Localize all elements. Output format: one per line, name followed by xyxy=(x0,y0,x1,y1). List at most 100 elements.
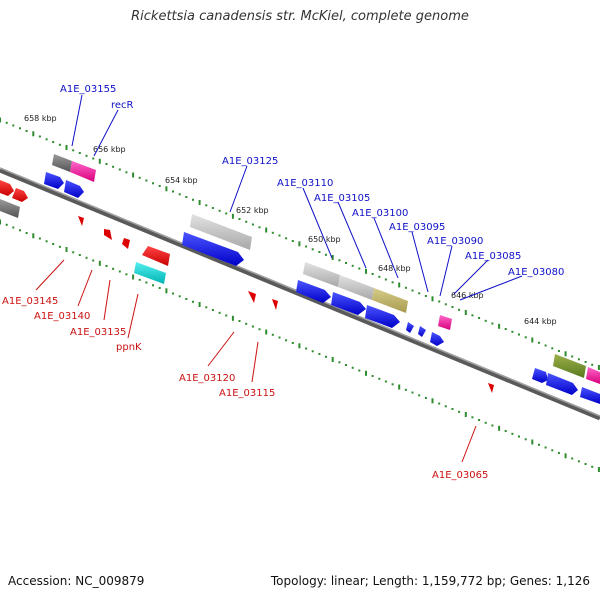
scale-tick-major xyxy=(165,288,168,294)
scale-tick-minor xyxy=(258,328,261,331)
scale-tick-minor xyxy=(591,363,594,366)
scale-tick-major xyxy=(597,467,600,472)
gene-block[interactable] xyxy=(586,367,600,384)
scale-tick-minor xyxy=(438,300,441,303)
gene-label-a1e-03120[interactable]: A1E_03120 xyxy=(179,373,235,384)
gene-label-a1e-03125[interactable]: A1E_03125 xyxy=(222,156,278,167)
forward-arrow-row xyxy=(44,172,600,404)
gene-arrow[interactable] xyxy=(532,368,548,383)
gene-arrow[interactable] xyxy=(365,305,400,328)
gene-block[interactable] xyxy=(52,154,72,172)
scale-tick-major xyxy=(32,131,35,137)
scale-tick-major xyxy=(165,186,168,192)
scale-tick-minor xyxy=(458,308,461,311)
scale-tick-minor xyxy=(338,259,341,262)
scale-tick-minor xyxy=(205,306,208,309)
gene-label-a1e-03095[interactable]: A1E_03095 xyxy=(389,222,445,233)
gene-label-a1e-03135[interactable]: A1E_03135 xyxy=(70,327,126,338)
gene-arrow[interactable] xyxy=(331,292,366,315)
scale-tick-minor xyxy=(358,369,361,372)
gene-arrow[interactable] xyxy=(142,246,170,266)
gene-label-a1e-03085[interactable]: A1E_03085 xyxy=(465,251,521,262)
scale-tick-major xyxy=(65,247,68,252)
scale-tick-minor xyxy=(325,253,327,256)
scale-tick-minor xyxy=(172,190,174,193)
scale-tick-minor xyxy=(112,267,115,270)
gene-block[interactable] xyxy=(134,262,166,284)
gene-label-a1e-03065[interactable]: A1E_03065 xyxy=(432,470,488,481)
gene-label-recr[interactable]: recR xyxy=(111,100,134,111)
scale-tick-minor xyxy=(378,275,381,278)
gene-arrow[interactable] xyxy=(546,373,578,395)
gene-arrow[interactable] xyxy=(64,180,84,198)
gene-label-a1e-03115[interactable]: A1E_03115 xyxy=(219,388,275,399)
gene-arrow[interactable] xyxy=(430,332,444,346)
gene-arrow[interactable] xyxy=(0,180,14,196)
scale-tick-minor xyxy=(278,234,281,237)
gene-arrow[interactable] xyxy=(44,172,64,189)
gene-label-a1e-03105[interactable]: A1E_03105 xyxy=(314,193,370,204)
gene-block[interactable] xyxy=(338,275,374,300)
scale-tick-minor xyxy=(471,416,474,419)
gene-label-a1e-03110[interactable]: A1E_03110 xyxy=(277,178,333,189)
scale-tick-minor xyxy=(404,286,407,289)
gene-label-a1e-03145[interactable]: A1E_03145 xyxy=(2,296,58,307)
gene-label-a1e-03140[interactable]: A1E_03140 xyxy=(34,311,90,322)
gene-block[interactable] xyxy=(372,288,408,313)
gene-block[interactable] xyxy=(0,199,20,218)
gene-arrow[interactable] xyxy=(580,387,600,404)
scale-label-644: 644 kbp xyxy=(524,317,557,326)
gene-arrow[interactable] xyxy=(418,326,426,337)
gene-arrow[interactable] xyxy=(488,383,494,393)
gene-label-a1e-03080[interactable]: A1E_03080 xyxy=(508,267,564,278)
scale-tick-minor xyxy=(178,295,181,298)
scale-tick-minor xyxy=(85,154,88,157)
scale-tick-minor xyxy=(205,204,208,207)
gene-label-ppnk[interactable]: ppnK xyxy=(116,342,142,353)
gene-arrow[interactable] xyxy=(182,232,244,266)
gene-arrow[interactable] xyxy=(12,188,28,202)
gene-label-a1e-03090[interactable]: A1E_03090 xyxy=(427,236,483,247)
scale-tick-minor xyxy=(285,237,288,240)
gene-block[interactable] xyxy=(303,262,340,287)
gene-arrow[interactable] xyxy=(272,299,278,310)
scale-tick-minor xyxy=(384,278,387,281)
scale-tick-minor xyxy=(424,295,427,297)
scale-tick-minor xyxy=(318,251,321,253)
scale-tick-major xyxy=(231,315,234,321)
gene-block[interactable] xyxy=(438,315,452,330)
gene-label-a1e-03155[interactable]: A1E_03155 xyxy=(60,84,116,95)
scale-tick-minor xyxy=(511,330,514,333)
gene-label-a1e-03100[interactable]: A1E_03100 xyxy=(352,208,408,219)
scale-tick-minor xyxy=(411,391,414,394)
gene-arrow[interactable] xyxy=(78,216,84,226)
scale-tick-minor xyxy=(504,430,507,432)
gene-arrow[interactable] xyxy=(406,322,414,333)
scale-tick-minor xyxy=(444,405,447,408)
scale-tick-major xyxy=(464,412,467,417)
gene-block[interactable] xyxy=(553,354,586,378)
scale-tick-minor xyxy=(118,270,121,273)
scale-tick-major xyxy=(431,398,434,404)
scale-tick-major xyxy=(365,370,367,376)
scale-tick-minor xyxy=(19,127,21,130)
scale-tick-minor xyxy=(551,449,554,452)
scale-tick-minor xyxy=(444,303,447,306)
scale-tick-minor xyxy=(544,446,547,449)
gene-block[interactable] xyxy=(70,161,96,182)
scale-label-654: 654 kbp xyxy=(165,176,198,185)
gene-arrow[interactable] xyxy=(104,229,112,240)
gene-arrow[interactable] xyxy=(296,280,331,303)
scale-tick-minor xyxy=(351,264,354,267)
scale-tick-minor xyxy=(418,394,421,397)
gene-block[interactable] xyxy=(190,214,252,250)
scale-tick-major xyxy=(65,145,68,150)
scale-tick-minor xyxy=(105,163,108,165)
scale-tick-minor xyxy=(271,333,274,336)
reverse-feature-row xyxy=(0,180,494,393)
scale-tick-minor xyxy=(225,314,228,317)
scale-tick-minor xyxy=(524,438,527,441)
gene-arrow[interactable] xyxy=(122,238,130,249)
scale-tick-minor xyxy=(85,256,88,259)
gene-arrow[interactable] xyxy=(248,291,256,303)
